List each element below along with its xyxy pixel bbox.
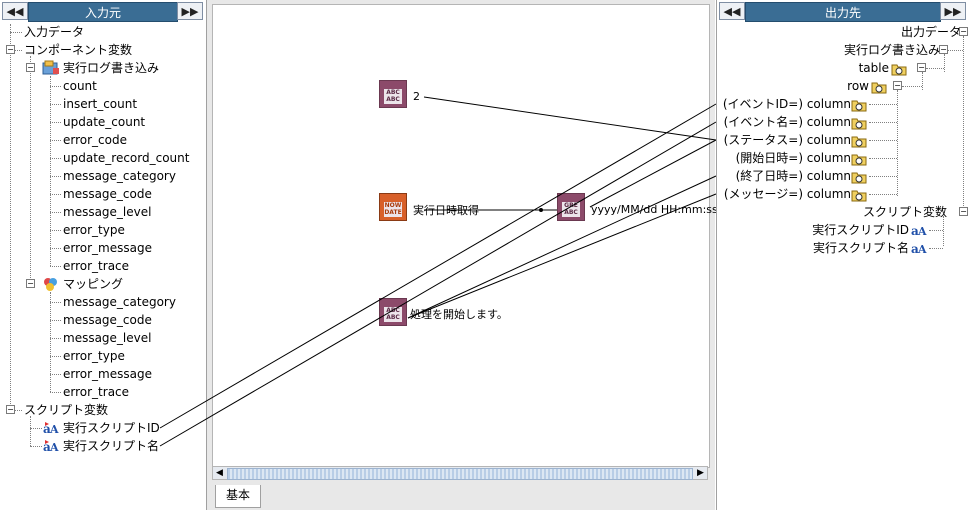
tree-item-component-vars[interactable]: コンポーネント変数: [24, 43, 133, 57]
target-panel-title: 出力先: [824, 5, 861, 20]
tree-item-mapping-message-level[interactable]: message_level: [63, 331, 152, 345]
tree-item-script-id[interactable]: 実行スクリプトID: [63, 421, 160, 435]
collapse-toggle-row[interactable]: −: [893, 81, 902, 90]
date-node-label: 実行日時取得: [413, 204, 479, 217]
source-panel-header: 入力元: [28, 2, 178, 22]
tree-item-message-category[interactable]: message_category: [63, 169, 176, 183]
collapse-toggle-component-vars[interactable]: −: [6, 45, 15, 54]
svg-text:a: a: [911, 242, 919, 255]
scroll-right-arrow[interactable]: ▶: [697, 468, 704, 478]
svg-text:a: a: [43, 422, 51, 435]
tree-item-insert-count[interactable]: insert_count: [63, 97, 138, 111]
tree-item-update-count[interactable]: update_count: [63, 115, 146, 129]
scroll-left-arrow[interactable]: ◀: [216, 468, 223, 478]
tree-item-mapping-message-category[interactable]: message_category: [63, 295, 176, 309]
tree-item-mapping[interactable]: マッピング: [63, 277, 124, 291]
tree-item-message-code[interactable]: message_code: [63, 187, 152, 201]
folder-icon: [851, 98, 868, 115]
collapse-toggle-output-data[interactable]: −: [959, 27, 968, 36]
folder-icon: [891, 62, 908, 79]
tree-item-script-vars[interactable]: スクリプト変数: [24, 403, 109, 417]
source-prev-button[interactable]: ◀◀: [2, 2, 28, 20]
target-panel: ◀◀ 出力先 ▶▶ 出力データ − 実行ログ書き込み − table − row…: [716, 0, 968, 510]
source-next-button[interactable]: ▶▶: [177, 2, 203, 20]
scroll-thumb[interactable]: [227, 468, 693, 480]
target-panel-header: 出力先: [745, 2, 941, 22]
tree-item-mapping-message-code[interactable]: message_code: [63, 313, 152, 327]
tree-item-column-event-name[interactable]: (イベント名=) column: [723, 115, 851, 129]
tree-item-input-data[interactable]: 入力データ: [24, 25, 85, 39]
source-tree: 入力データ − コンポーネント変数 − 実行ログ書き込み count inser…: [0, 0, 206, 510]
collapse-toggle-target-exec-log[interactable]: −: [939, 45, 948, 54]
svg-text:A: A: [49, 441, 59, 453]
tree-item-mapping-error-type[interactable]: error_type: [63, 349, 125, 363]
tree-item-target-script-id[interactable]: 実行スクリプトID: [812, 223, 909, 237]
tree-item-column-event-id[interactable]: (イベントID=) column: [722, 97, 851, 111]
svg-text:A: A: [917, 225, 927, 237]
mapping-component-icon: [42, 276, 60, 295]
tree-item-error-code[interactable]: error_code: [63, 133, 127, 147]
folder-icon: [851, 152, 868, 169]
tree-item-table[interactable]: table: [858, 61, 889, 75]
tree-item-column-start-time[interactable]: (開始日時=) column: [735, 151, 851, 165]
svg-text:A: A: [917, 243, 927, 255]
tree-item-output-data[interactable]: 出力データ: [900, 25, 961, 39]
tree-item-script-name[interactable]: 実行スクリプト名: [63, 439, 160, 453]
tree-item-exec-log-write[interactable]: 実行ログ書き込み: [63, 61, 160, 75]
svg-text:a: a: [911, 224, 919, 237]
svg-text:a: a: [43, 440, 51, 453]
tree-item-target-script-vars[interactable]: スクリプト変数: [862, 205, 947, 219]
tree-item-column-status[interactable]: (ステータス=) column: [723, 133, 851, 147]
tree-item-column-message[interactable]: (メッセージ=) column: [723, 187, 851, 201]
folder-icon: [851, 134, 868, 151]
folder-icon: [851, 170, 868, 187]
tree-item-mapping-error-message[interactable]: error_message: [63, 367, 152, 381]
folder-icon: [871, 80, 888, 97]
collapse-toggle-table[interactable]: −: [917, 63, 926, 72]
collapse-toggle-mapping[interactable]: −: [26, 279, 35, 288]
tree-item-update-record-count[interactable]: update_record_count: [63, 151, 190, 165]
constant-node-2-label: 処理を開始します。: [410, 308, 508, 321]
tree-item-message-level[interactable]: message_level: [63, 205, 152, 219]
target-next-button[interactable]: ▶▶: [940, 2, 966, 20]
tree-item-row[interactable]: row: [847, 79, 869, 93]
svg-text:A: A: [49, 423, 59, 435]
format-node-label: yyyy/MM/dd HH:mm:ss: [591, 203, 718, 216]
collapse-toggle-exec-log[interactable]: −: [26, 63, 35, 72]
collapse-toggle-script-vars[interactable]: −: [6, 405, 15, 414]
tree-item-mapping-error-trace[interactable]: error_trace: [63, 385, 130, 399]
canvas-hscrollbar[interactable]: ◀ ▶: [212, 466, 708, 480]
tree-item-target-exec-log[interactable]: 実行ログ書き込み: [843, 43, 940, 57]
tree-item-column-end-time[interactable]: (終了日時=) column: [735, 169, 851, 183]
collapse-toggle-target-script-vars[interactable]: −: [959, 207, 968, 216]
source-panel: ◀◀ 入力元 ▶▶ 入力データ − コンポーネント変数 − 実行ログ書き込み c…: [0, 0, 207, 510]
tab-basic[interactable]: 基本: [215, 485, 261, 508]
mapping-canvas[interactable]: [212, 4, 710, 468]
folder-icon: [851, 188, 868, 205]
constant-node-1-label: 2: [413, 90, 420, 103]
target-prev-button[interactable]: ◀◀: [719, 2, 745, 20]
db-component-icon: [42, 60, 60, 79]
folder-icon: [851, 116, 868, 133]
tree-item-error-trace[interactable]: error_trace: [63, 259, 130, 273]
target-tree: 出力データ − 実行ログ書き込み − table − row − (イベントID…: [717, 0, 968, 510]
source-panel-title: 入力元: [84, 5, 121, 20]
tree-item-target-script-name[interactable]: 実行スクリプト名: [812, 241, 909, 255]
tree-item-error-message[interactable]: error_message: [63, 241, 152, 255]
tree-item-error-type[interactable]: error_type: [63, 223, 125, 237]
tree-item-count[interactable]: count: [63, 79, 97, 93]
